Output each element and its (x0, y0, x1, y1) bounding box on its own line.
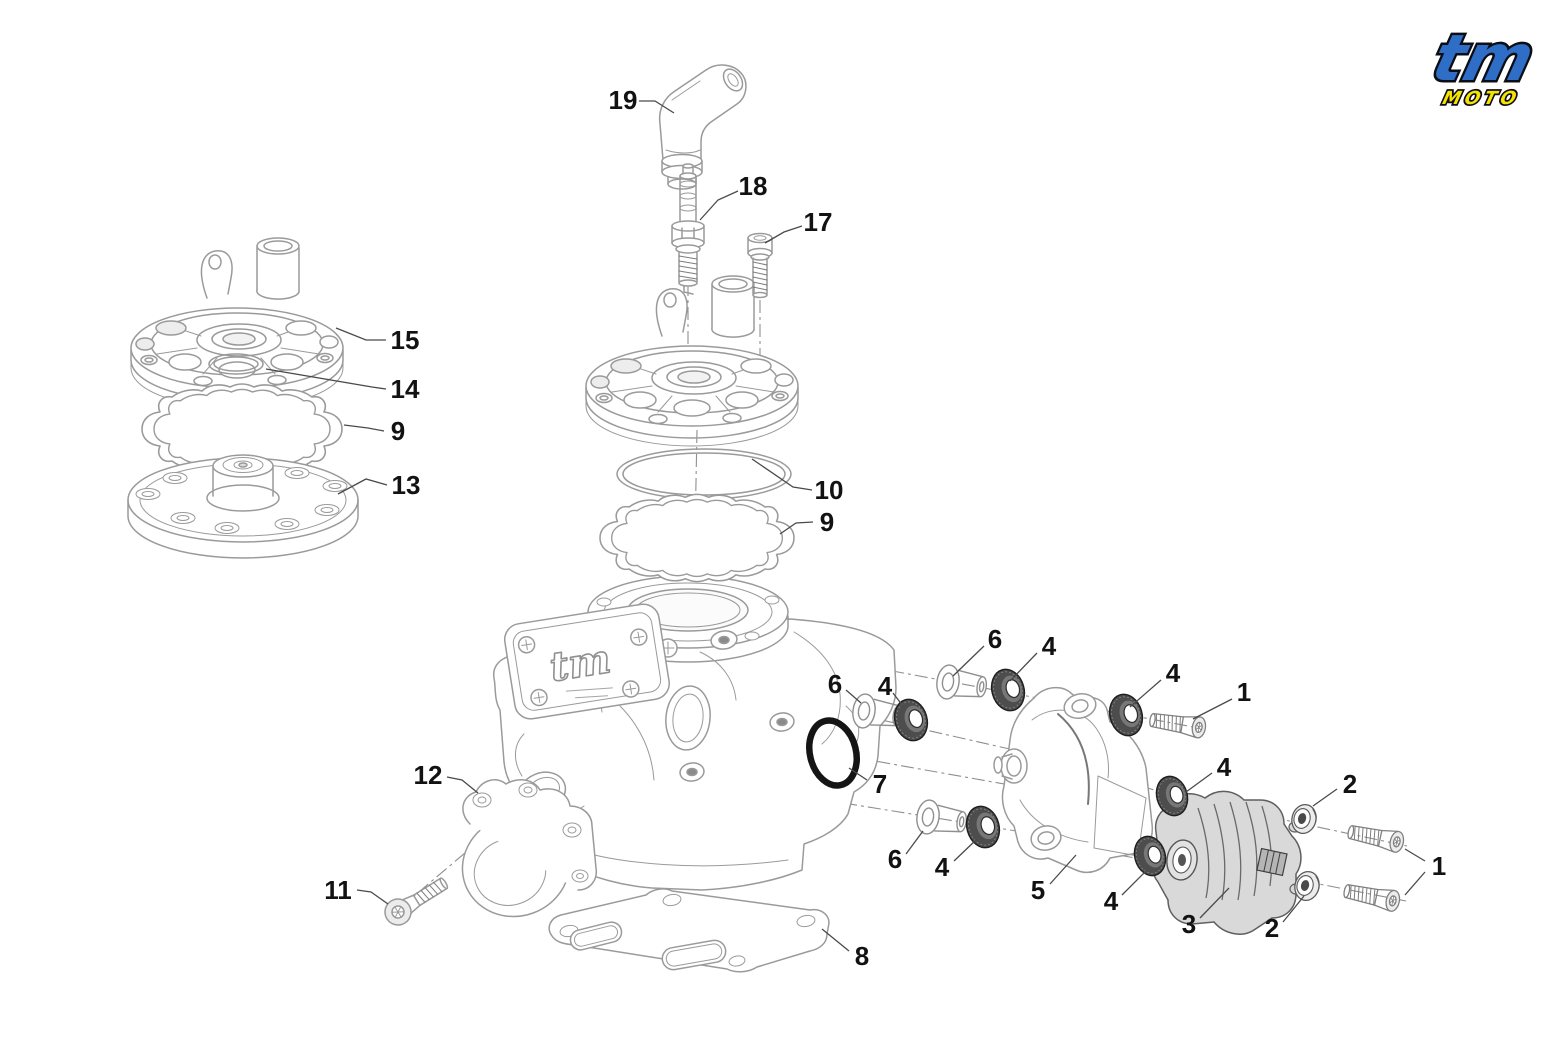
leader-line-4 (892, 692, 907, 711)
part-head-cover-center (585, 275, 799, 447)
leader-line-13 (337, 478, 388, 495)
leader-line-6 (952, 645, 985, 677)
logo-subtitle-text: MOTO (1440, 88, 1522, 109)
part-5-valve-cover (993, 686, 1154, 874)
callout-12: 12 (414, 760, 443, 790)
leader-line-14 (265, 368, 387, 390)
part-8-base-gasket (548, 888, 830, 973)
leader-line-11 (356, 889, 389, 905)
part-3-valve-cover-outer (1151, 790, 1303, 935)
part-4-damper-1 (986, 664, 1030, 716)
leader-line-3 (1199, 887, 1230, 919)
cover-screw-icon (530, 688, 548, 707)
callout-3: 3 (1182, 909, 1196, 939)
leader-line-18 (699, 190, 739, 221)
callout-4: 4 (1104, 886, 1119, 916)
callout-13: 13 (392, 470, 421, 500)
leader-line-7 (848, 767, 868, 781)
callout-9: 9 (820, 507, 834, 537)
leader-line-4 (953, 838, 978, 862)
leader-line-15 (335, 327, 386, 341)
callout-10: 10 (815, 475, 844, 505)
leader-line-4 (1185, 772, 1213, 793)
callout-17: 17 (804, 207, 833, 237)
leader-line-1 (1192, 698, 1233, 720)
callout-9: 9 (391, 416, 405, 446)
callout-15: 15 (391, 325, 420, 355)
part-1-bolt-upper (1345, 820, 1406, 855)
part-cylinder-block: tm (492, 575, 897, 891)
callout-18: 18 (739, 171, 768, 201)
callout-14: 14 (391, 374, 420, 404)
callout-2: 2 (1343, 769, 1357, 799)
leader-line-9 (343, 424, 385, 432)
part-12-exhaust-flange (461, 778, 598, 918)
reed-valve-cover: tm (503, 603, 670, 720)
tm-moto-logo: tm MOTO (1423, 19, 1544, 110)
leader-line-2 (1282, 895, 1305, 923)
callout-1: 1 (1237, 677, 1251, 707)
leader-line-17 (764, 225, 803, 244)
cylinder-brand-text: tm (546, 635, 613, 691)
leader-line-1 (1404, 871, 1426, 896)
callout-6: 6 (988, 624, 1002, 654)
leader-line-8 (821, 928, 850, 952)
part-14-o-ring (208, 353, 264, 375)
callout-4: 4 (878, 671, 893, 701)
callout-8: 8 (855, 941, 869, 971)
callout-5: 5 (1031, 875, 1045, 905)
leader-line-12 (446, 776, 479, 794)
cover-screw-icon (630, 628, 648, 646)
part-6-bushing-top (934, 662, 990, 705)
leader-line-9 (779, 521, 814, 535)
part-18-spark-plug (671, 163, 705, 295)
callout-4: 4 (1166, 658, 1181, 688)
leader-line-5 (1049, 854, 1077, 885)
part-10-o-ring (616, 448, 792, 500)
part-1-bolt-lower (1341, 879, 1402, 914)
callout-2: 2 (1265, 913, 1279, 943)
cover-screw-icon (622, 680, 640, 698)
callout-6: 6 (888, 844, 902, 874)
cover-screw-icon (517, 636, 536, 654)
leader-line-1 (1404, 848, 1426, 862)
callout-7: 7 (873, 769, 887, 799)
leader-line-4 (1009, 652, 1038, 682)
leader-line-6 (845, 689, 862, 704)
leader-line-4 (1129, 679, 1162, 708)
callout-1: 1 (1432, 851, 1446, 881)
leader-line-10 (751, 458, 813, 491)
part-11-bolt (384, 877, 449, 926)
part-17-bolt (747, 232, 773, 299)
callout-4: 4 (1042, 631, 1057, 661)
callout-11: 11 (324, 875, 352, 905)
leader-line-19 (639, 100, 675, 114)
part-9-head-gasket-center (599, 493, 795, 583)
leader-line-6 (905, 830, 924, 855)
part-13-head-insert (127, 454, 359, 559)
part-4-damper-3 (889, 694, 933, 746)
callout-19: 19 (609, 85, 638, 115)
logo-brand-text: tm (1425, 22, 1541, 96)
callout-4: 4 (1217, 752, 1232, 782)
callout-4: 4 (935, 852, 950, 882)
part-4-damper-4 (961, 801, 1005, 853)
part-19-spark-plug-cap (658, 64, 747, 190)
callout-6: 6 (828, 669, 842, 699)
part-15-head-cover (130, 237, 344, 409)
part-7-o-ring (806, 717, 860, 789)
leader-line-2 (1312, 788, 1338, 807)
leader-line-4 (1121, 870, 1147, 896)
cover-connector (1256, 847, 1288, 877)
